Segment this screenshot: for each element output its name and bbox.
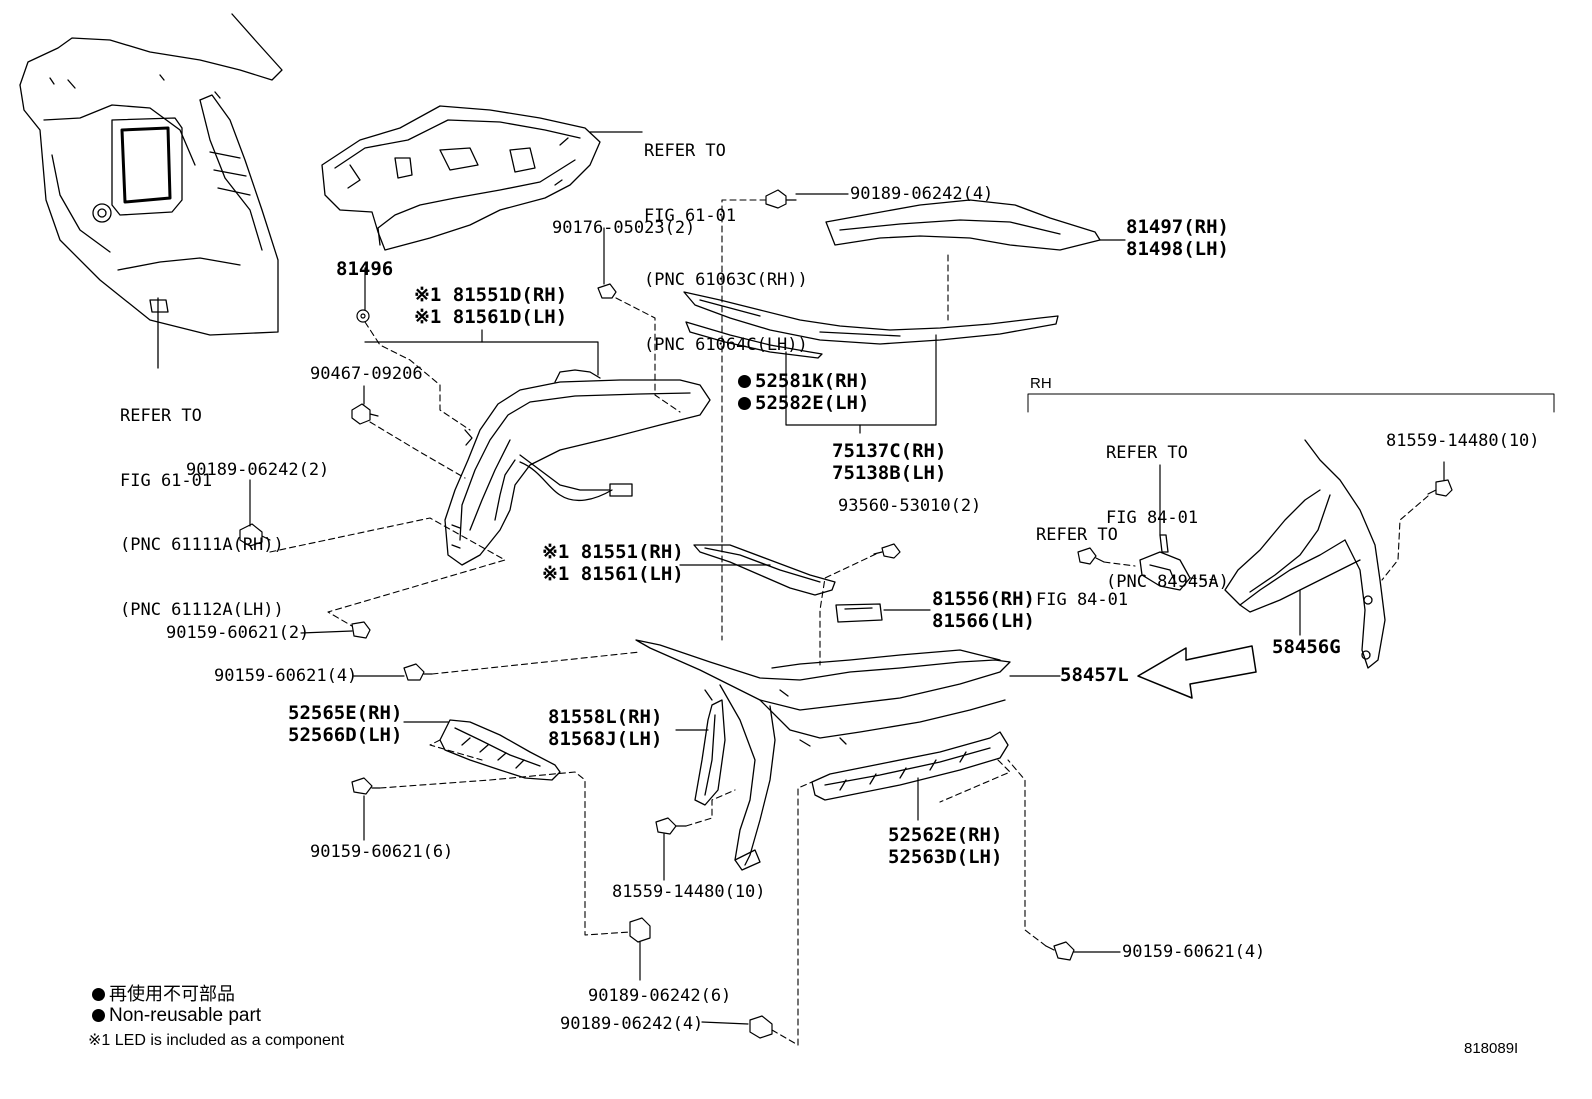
refer-line: (PNC 61064C(LH)) bbox=[644, 334, 808, 355]
part-52581k-rh: 52581K(RH) bbox=[738, 370, 869, 392]
refer-line: (PNC 61063C(RH)) bbox=[644, 270, 808, 290]
body-panel-drawing bbox=[19, 13, 283, 369]
part-58457l: 58457L bbox=[1060, 664, 1129, 686]
refer-line: REFER TO bbox=[1036, 525, 1118, 545]
part-90159-60621-4-right: 90159-60621(4) bbox=[1122, 942, 1266, 962]
side-bracket-left-drawing bbox=[439, 719, 561, 781]
part-number: 52582E(LH) bbox=[755, 392, 870, 414]
fender-liner-drawing bbox=[321, 105, 643, 251]
part-81558l-rh: 81558L(RH) bbox=[548, 706, 663, 728]
part-52582e-lh: 52582E(LH) bbox=[738, 392, 869, 414]
part-90189-06242-4-top: 90189-06242(4) bbox=[850, 184, 994, 204]
legend-non-reusable-en: Non-reusable part bbox=[92, 1005, 261, 1027]
refer-line: REFER TO bbox=[1106, 443, 1188, 463]
part-52563d-lh: 52563D(LH) bbox=[888, 846, 1003, 868]
part-81498-lh: 81498(LH) bbox=[1126, 238, 1229, 260]
part-81568j-lh: 81568J(LH) bbox=[548, 728, 663, 750]
bracket-81558-drawing bbox=[694, 699, 726, 806]
center-bracket-drawing bbox=[811, 731, 1009, 801]
rh-group-label: RH bbox=[1030, 375, 1052, 392]
refer-fig-61-top: REFER TO FIG 61-01 (PNC 61063C(RH)) (PNC… bbox=[644, 98, 808, 378]
legend-non-reusable-jp: 再使用不可部品 bbox=[92, 980, 235, 1006]
part-81566-lh: 81566(LH) bbox=[932, 610, 1035, 632]
rh-group-bracket bbox=[1027, 393, 1555, 413]
part-90159-60621-4-mid: 90159-60621(4) bbox=[214, 666, 358, 686]
part-81559-14480-bottom: 81559-14480(10) bbox=[612, 882, 766, 902]
non-reusable-dot bbox=[738, 375, 751, 388]
part-81551-rh: ※1 81551(RH) bbox=[542, 541, 684, 563]
refer-fig-61-left: REFER TO FIG 61-01 (PNC 61111A(RH)) (PNC… bbox=[120, 363, 284, 643]
part-52565e-rh: 52565E(RH) bbox=[288, 702, 403, 724]
harness-connector-drawing bbox=[1139, 534, 1191, 591]
led-bracket-drawing bbox=[693, 544, 883, 623]
part-90189-06242-2: 90189-06242(2) bbox=[186, 460, 330, 480]
part-93560-53010: 93560-53010(2) bbox=[838, 496, 982, 516]
part-81561-lh: ※1 81561(LH) bbox=[542, 563, 684, 585]
legend-text: Non-reusable part bbox=[109, 1005, 262, 1026]
figure-id: 818089I bbox=[1464, 1040, 1519, 1057]
part-90159-60621-6: 90159-60621(6) bbox=[310, 842, 454, 862]
refer-line: (PNC 84945A) bbox=[1106, 572, 1229, 592]
lamp-wire bbox=[519, 461, 613, 502]
part-81497-rh: 81497(RH) bbox=[1126, 216, 1229, 238]
part-90189-06242-4-bottom: 90189-06242(4) bbox=[560, 1014, 704, 1034]
refer-fig-84-bolt: REFER TO FIG 84-01 bbox=[1036, 482, 1128, 633]
refer-line: (PNC 61112A(LH)) bbox=[120, 599, 284, 620]
part-90189-06242-6: 90189-06242(6) bbox=[588, 986, 732, 1006]
solid-leader-lines bbox=[249, 193, 1445, 1025]
part-81496: 81496 bbox=[336, 258, 394, 280]
fasteners bbox=[239, 189, 1453, 1039]
refer-line: REFER TO bbox=[120, 406, 202, 426]
refer-line: REFER TO bbox=[644, 141, 726, 161]
refer-line: FIG 61-01 bbox=[120, 470, 213, 491]
part-75138b-lh: 75138B(LH) bbox=[832, 462, 947, 484]
rh-side-bracket-drawing bbox=[1224, 439, 1386, 669]
non-reusable-dot bbox=[738, 397, 751, 410]
legend-led-note: ※1 LED is included as a component bbox=[88, 1032, 345, 1049]
part-number: 52581K(RH) bbox=[755, 370, 870, 392]
refer-line: FIG 61-01 bbox=[644, 205, 737, 226]
part-90159-60621-2: 90159-60621(2) bbox=[166, 623, 310, 643]
part-81559-14480-rh: 81559-14480(10) bbox=[1386, 431, 1540, 451]
refer-line: FIG 84-01 bbox=[1106, 507, 1199, 528]
direction-arrow bbox=[1137, 645, 1257, 699]
part-52566d-lh: 52566D(LH) bbox=[288, 724, 403, 746]
part-75137c-rh: 75137C(RH) bbox=[832, 440, 947, 462]
bumper-extension-drawing bbox=[635, 639, 1011, 871]
part-58456g: 58456G bbox=[1272, 636, 1341, 658]
part-90467-09206: 90467-09206 bbox=[310, 364, 423, 384]
part-81561d-lh: ※1 81561D(LH) bbox=[414, 306, 568, 328]
refer-fig-84-harness: REFER TO FIG 84-01 (PNC 84945A) bbox=[1106, 400, 1229, 615]
legend-dot bbox=[92, 1009, 105, 1022]
legend-text: 再使用不可部品 bbox=[109, 984, 235, 1004]
dashed-leader-lines bbox=[269, 199, 1429, 1046]
part-52562e-rh: 52562E(RH) bbox=[888, 824, 1003, 846]
part-81556-rh: 81556(RH) bbox=[932, 588, 1035, 610]
legend-dot bbox=[92, 988, 105, 1001]
part-81551d-rh: ※1 81551D(RH) bbox=[414, 284, 568, 306]
refer-line: (PNC 61111A(RH)) bbox=[120, 535, 284, 555]
lamp-housing-drawing bbox=[444, 369, 711, 566]
refer-line: FIG 84-01 bbox=[1036, 589, 1129, 610]
part-90176-05023: 90176-05023(2) bbox=[552, 218, 696, 238]
